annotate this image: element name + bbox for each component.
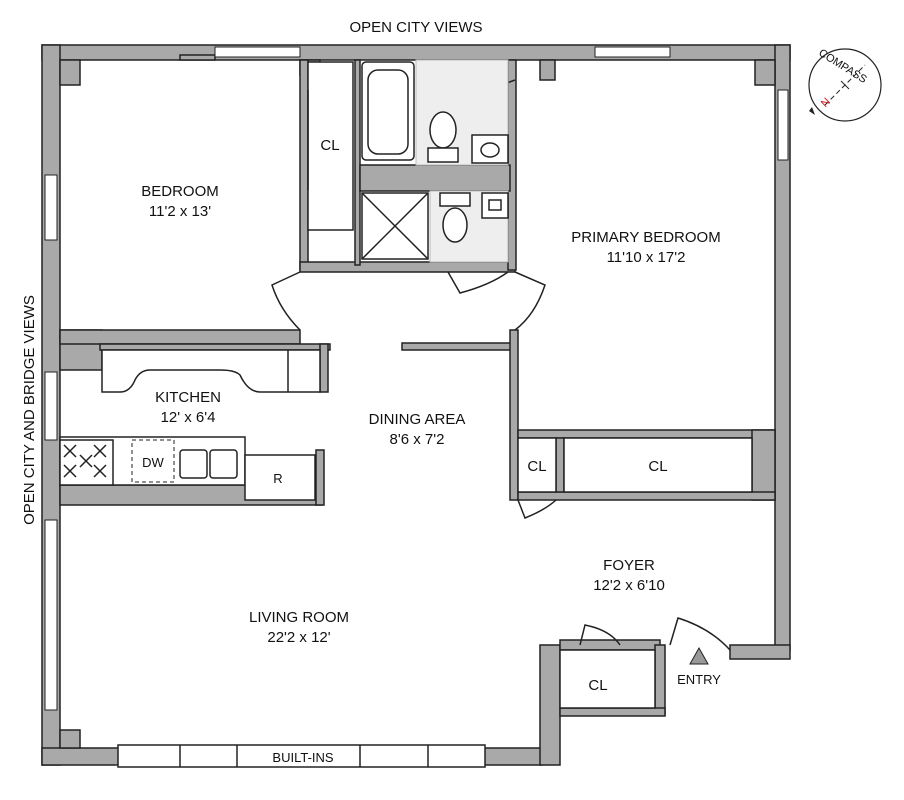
- top-view-label: OPEN CITY VIEWS: [349, 19, 482, 36]
- windows: [44, 46, 789, 711]
- kitchen-size: 12' x 6'4: [161, 409, 216, 426]
- primary-bedroom-name: PRIMARY BEDROOM: [571, 229, 720, 246]
- closet-label: CL: [588, 677, 607, 694]
- dining-name: DINING AREA: [369, 411, 466, 428]
- left-view-label: OPEN CITY AND BRIDGE VIEWS: [21, 295, 38, 525]
- bedroom-size: 11'2 x 13': [149, 203, 211, 220]
- dining-size: 8'6 x 7'2: [390, 431, 445, 448]
- living-size: 22'2 x 12': [267, 629, 330, 646]
- dishwasher-label: DW: [142, 455, 164, 470]
- built-ins-label: BUILT-INS: [272, 750, 333, 765]
- foyer-name: FOYER: [603, 557, 655, 574]
- compass-icon: COMPASS N: [808, 47, 882, 122]
- living-name: LIVING ROOM: [249, 609, 349, 626]
- bathrooms: [361, 59, 509, 263]
- bedroom-name: BEDROOM: [141, 183, 219, 200]
- kitchen-fixtures: [59, 349, 321, 501]
- refrigerator-label: R: [273, 471, 282, 486]
- primary-bedroom-size: 11'10 x 17'2: [607, 249, 686, 266]
- kitchen-name: KITCHEN: [155, 389, 221, 406]
- entry-label: ENTRY: [677, 672, 721, 687]
- closet-label: CL: [648, 458, 667, 475]
- closet-label: CL: [320, 137, 339, 154]
- closets: [307, 61, 753, 709]
- built-ins: [117, 744, 486, 768]
- entry-arrow-icon: [689, 646, 709, 665]
- closet-label: CL: [527, 458, 546, 475]
- foyer-size: 12'2 x 6'10: [593, 577, 665, 594]
